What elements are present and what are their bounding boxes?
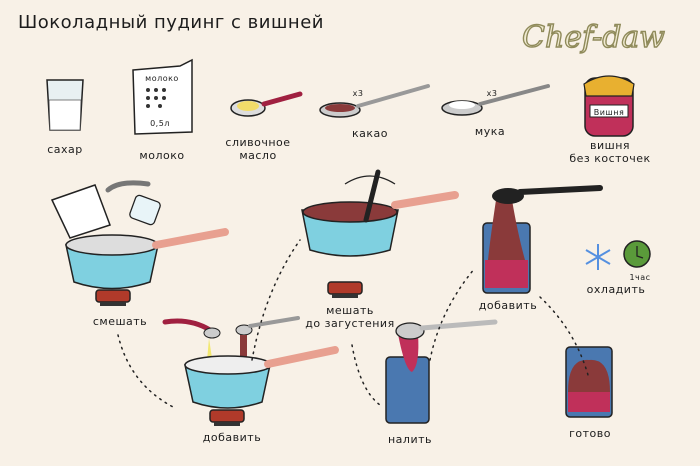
cherry-jar-icon xyxy=(583,75,635,137)
butter-spoon-icon xyxy=(230,91,303,117)
flour-spoon-icon xyxy=(441,84,550,116)
step-label-add: добавить xyxy=(202,431,262,444)
step-label-mix: смешать xyxy=(92,315,148,328)
cooling-duration: 1час xyxy=(629,273,651,282)
ingredient-label-milk: молоко xyxy=(139,149,185,162)
ingredient-label-cocoa: какао xyxy=(352,127,388,140)
milk-package-text: молоко xyxy=(145,74,179,83)
flour-multiplier: x3 xyxy=(486,89,498,98)
ingredient-label-cherry-1: вишня xyxy=(589,139,631,152)
stir-pan-icon xyxy=(301,169,459,299)
step-label-add-2: добавить xyxy=(478,299,538,312)
step-label-cool: охладить xyxy=(586,283,646,296)
ingredient-label-sugar: сахар xyxy=(47,143,83,156)
flow-arrows xyxy=(117,239,589,409)
mix-pan-icon xyxy=(50,180,229,307)
snowflake-icon xyxy=(585,244,611,270)
add-pan-icon xyxy=(162,316,339,427)
cocoa-multiplier: x3 xyxy=(352,89,364,98)
step-label-pour: налить xyxy=(387,433,433,446)
page-title: Шоколадный пудинг с вишней xyxy=(18,12,324,33)
sugar-glass-icon xyxy=(46,79,84,131)
ingredient-label-flour: мука xyxy=(474,125,506,138)
step-label-stir-1: мешать xyxy=(326,304,374,317)
pour-glass-icon xyxy=(385,319,498,424)
ingredient-label-butter-1: сливочное xyxy=(225,136,291,149)
cocoa-spoon-icon xyxy=(319,84,430,118)
milk-carton-icon xyxy=(132,58,193,135)
brand-logo: Chef-daw xyxy=(521,19,665,55)
clock-icon xyxy=(623,240,651,268)
ready-glass-icon xyxy=(565,346,613,418)
step-label-ready: готово xyxy=(569,427,611,440)
ingredient-label-butter-2: масло xyxy=(239,149,277,162)
add-glass-icon xyxy=(482,185,603,294)
step-label-stir-2: до загустения xyxy=(305,317,395,330)
jar-label: Вишня xyxy=(593,108,625,117)
ingredient-label-cherry-2: без косточек xyxy=(569,152,651,165)
milk-volume: 0,5л xyxy=(150,119,170,128)
